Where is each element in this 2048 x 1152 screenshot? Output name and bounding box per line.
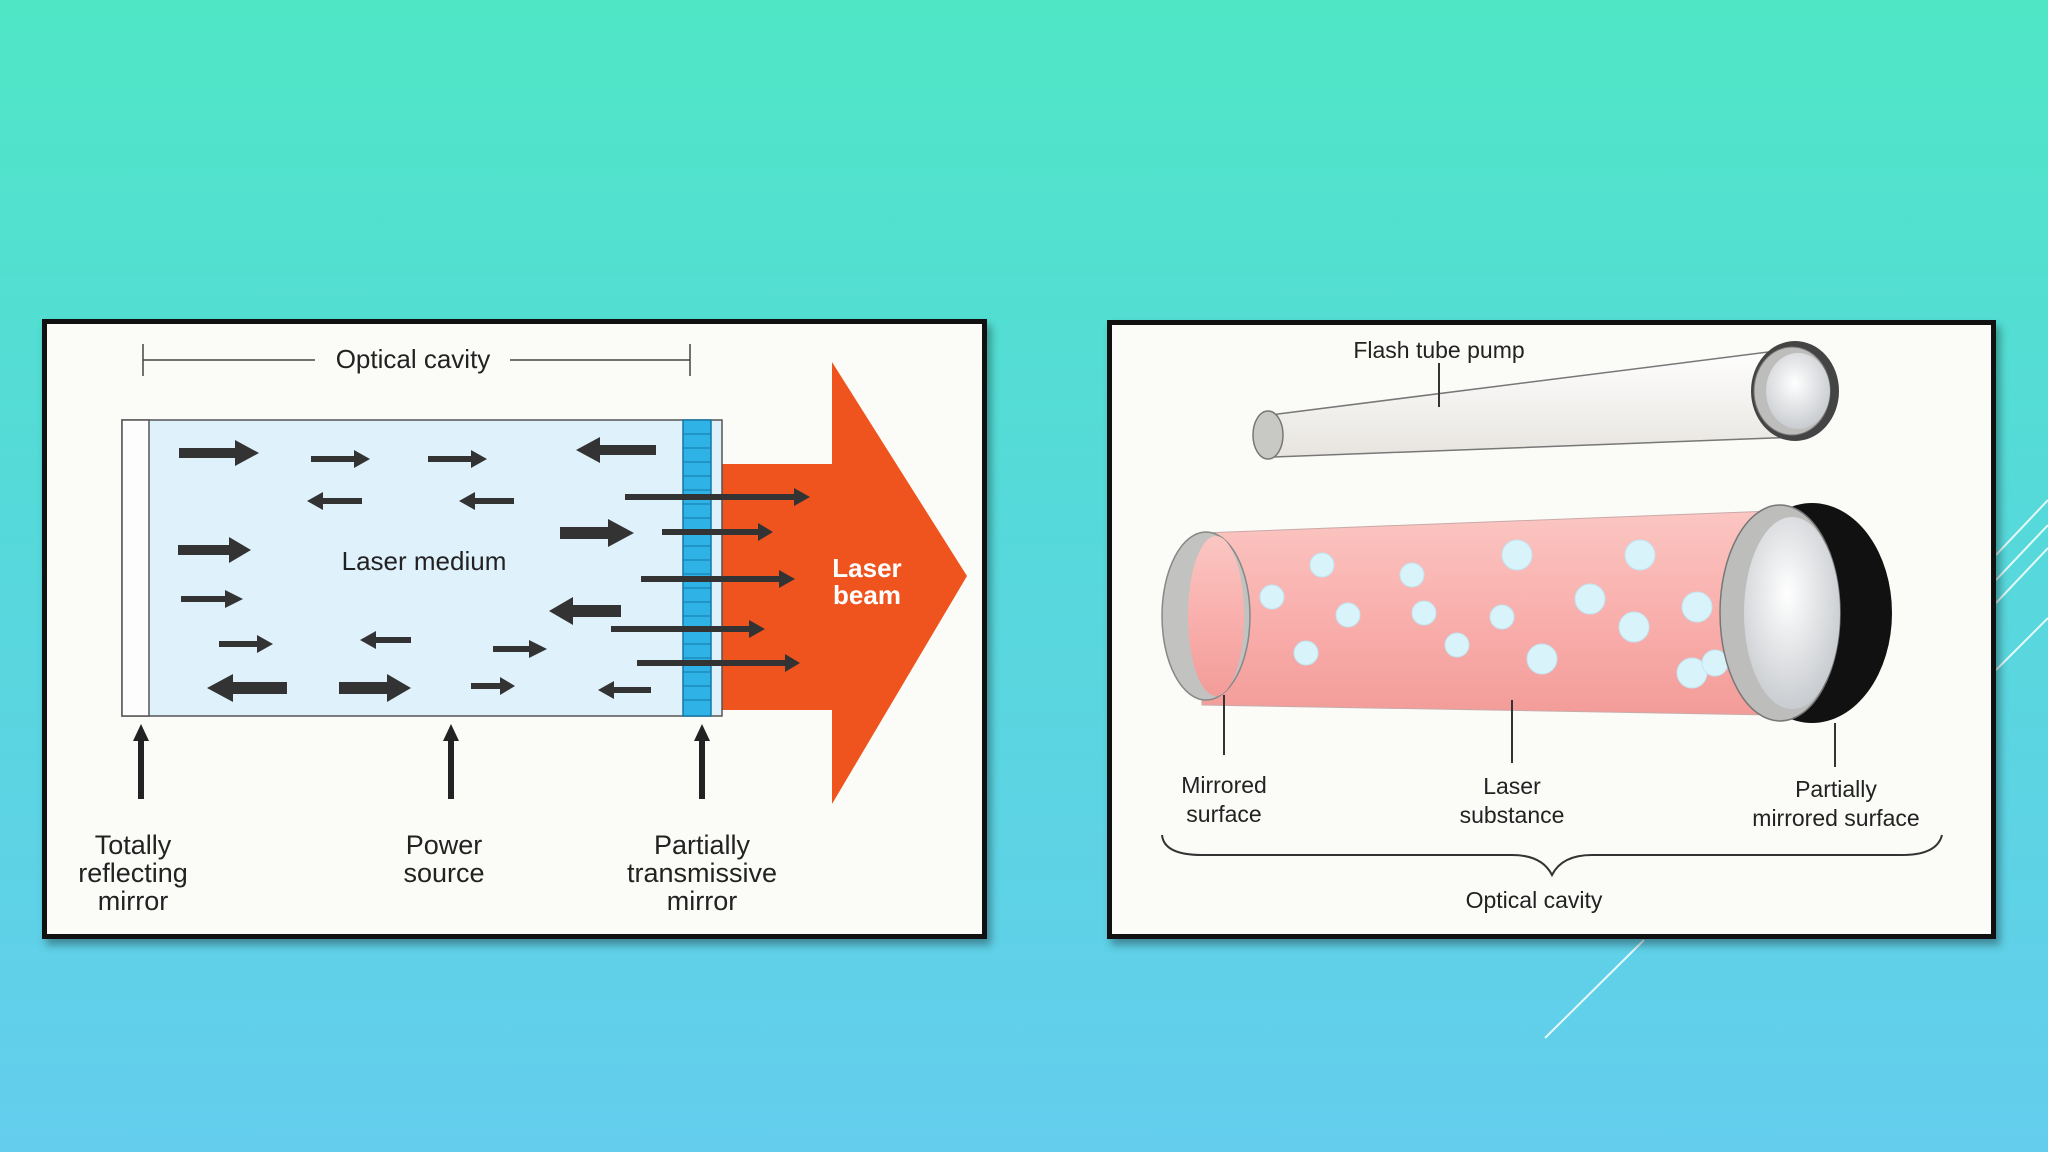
photon-arrow bbox=[311, 450, 370, 468]
partially-mirrored-label-1: Partially bbox=[1795, 776, 1877, 802]
atom bbox=[1444, 632, 1470, 658]
optical-cavity-label: Optical cavity bbox=[336, 344, 491, 374]
atom bbox=[1335, 602, 1361, 628]
leader-lines bbox=[1223, 695, 1836, 767]
atom bbox=[1489, 604, 1515, 630]
photon-arrow bbox=[179, 440, 259, 466]
exiting-arrow bbox=[625, 488, 810, 506]
totally-reflecting-mirror-label-3: mirror bbox=[98, 886, 168, 916]
laser-beam-label-1: Laser bbox=[832, 553, 901, 583]
atom bbox=[1501, 539, 1533, 571]
exiting-arrow bbox=[637, 654, 800, 672]
power-source-label-2: source bbox=[403, 858, 484, 888]
totally-reflecting-mirror-label-2: reflecting bbox=[78, 858, 188, 888]
pointer-arrow bbox=[443, 724, 459, 799]
partially-mirrored-label-2: mirrored surface bbox=[1752, 805, 1919, 831]
optical-cavity-brace bbox=[1161, 834, 1943, 878]
photon-arrow bbox=[560, 519, 634, 547]
laser-substance-tube bbox=[1161, 510, 1773, 716]
photon-arrows bbox=[178, 440, 634, 702]
atom bbox=[1574, 583, 1606, 615]
laser-substance-label-2: substance bbox=[1460, 802, 1565, 828]
photon-arrow bbox=[549, 597, 621, 625]
atom bbox=[1293, 640, 1319, 666]
totally-reflecting-mirror bbox=[121, 419, 150, 717]
photon-arrow bbox=[178, 537, 251, 563]
atom bbox=[1618, 611, 1650, 643]
exiting-arrows bbox=[611, 488, 810, 672]
photon-arrow bbox=[428, 450, 487, 468]
partially-transmissive-mirror-label-2: transmissive bbox=[627, 858, 777, 888]
flash-tube-pump-label: Flash tube pump bbox=[1353, 337, 1524, 363]
laser-medium-label: Laser medium bbox=[342, 546, 507, 576]
atom bbox=[1411, 600, 1437, 626]
exiting-arrow bbox=[611, 620, 765, 638]
photon-arrow bbox=[207, 674, 287, 702]
atom bbox=[1309, 552, 1335, 578]
photon-arrow bbox=[493, 640, 547, 658]
atom bbox=[1526, 643, 1558, 675]
atom bbox=[1624, 539, 1656, 571]
pointer-arrows bbox=[133, 724, 710, 799]
photon-arrow bbox=[471, 677, 515, 695]
power-source-label-1: Power bbox=[406, 830, 483, 860]
partially-transmissive-mirror-label-1: Partially bbox=[654, 830, 751, 860]
pointer-arrow bbox=[694, 724, 710, 799]
partially-transmissive-mirror-label-3: mirror bbox=[667, 886, 737, 916]
photon-arrow bbox=[307, 492, 362, 510]
laser-cavity-diagram: Optical cavity Laser beam bbox=[42, 319, 987, 939]
flash-tube-pump bbox=[1252, 341, 1839, 460]
totally-reflecting-mirror-label-1: Totally bbox=[95, 830, 172, 860]
photon-arrow bbox=[459, 492, 514, 510]
laser-substance-label-1: Laser bbox=[1483, 773, 1541, 799]
flash-tube-laser-diagram: Flash tube pump bbox=[1107, 320, 1996, 939]
laser-medium bbox=[121, 419, 723, 717]
photon-arrows-reverse bbox=[207, 437, 656, 702]
atom bbox=[1259, 584, 1285, 610]
partially-transmissive-mirror bbox=[682, 419, 712, 717]
laser-atoms bbox=[1259, 539, 1729, 689]
optical-cavity-label: Optical cavity bbox=[1466, 887, 1603, 913]
mirrored-surface-label-2: surface bbox=[1186, 801, 1261, 827]
photon-arrow bbox=[219, 635, 273, 653]
atom bbox=[1399, 562, 1425, 588]
partially-mirrored-end bbox=[1719, 503, 1892, 723]
laser-beam-label-2: beam bbox=[833, 580, 901, 610]
laser-beam-arrow bbox=[707, 362, 967, 804]
pointer-arrow bbox=[133, 724, 149, 799]
photon-arrow bbox=[598, 681, 651, 699]
exiting-arrow bbox=[641, 570, 795, 588]
atom bbox=[1681, 591, 1713, 623]
photon-arrow bbox=[360, 631, 411, 649]
exiting-arrow bbox=[662, 523, 773, 541]
photon-arrow bbox=[576, 437, 656, 463]
photon-arrow bbox=[181, 590, 243, 608]
photon-arrow bbox=[339, 674, 411, 702]
optical-cavity-bracket bbox=[142, 344, 691, 376]
mirrored-surface-label-1: Mirrored bbox=[1181, 772, 1267, 798]
